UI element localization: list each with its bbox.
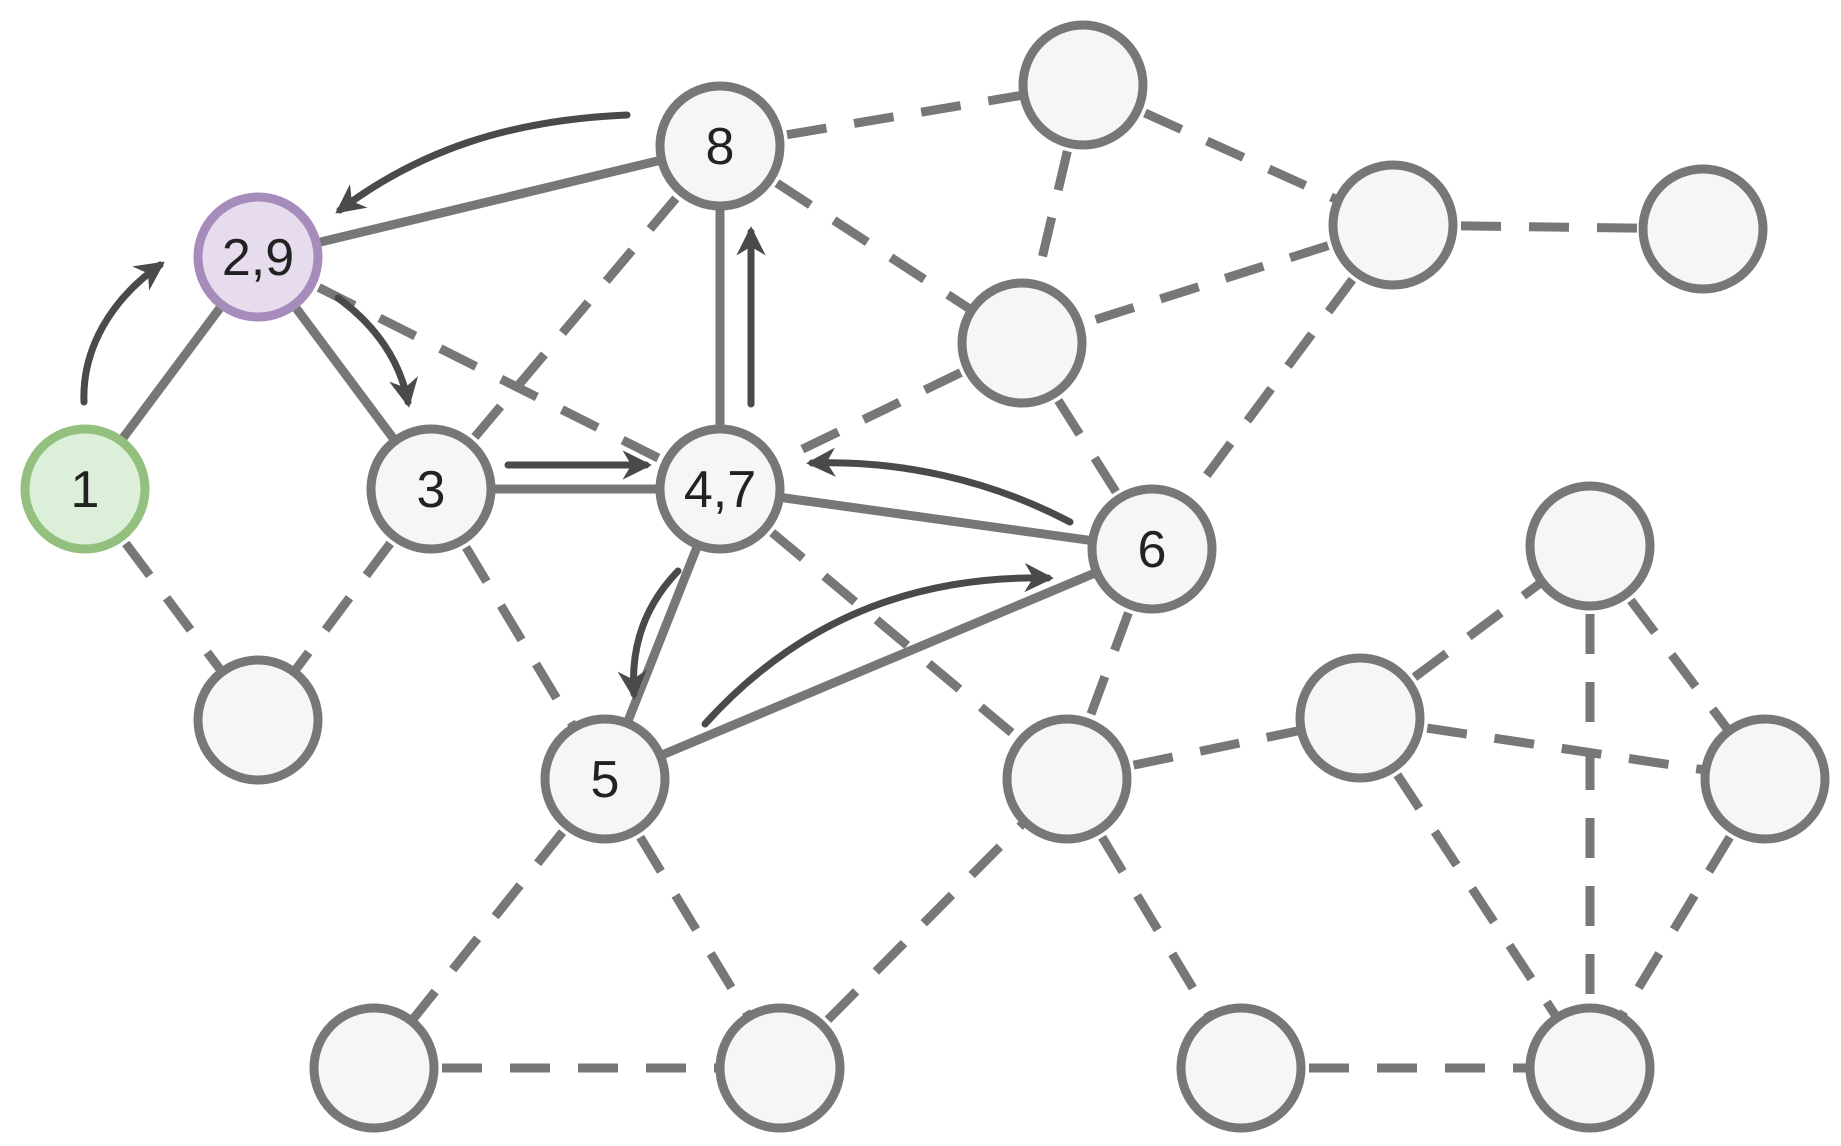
node-l — [1176, 1003, 1306, 1133]
node-circle — [540, 714, 670, 844]
node-circle — [715, 1003, 845, 1133]
edge-n47-g-dashed — [717, 485, 1070, 783]
node-circle — [1525, 1003, 1655, 1133]
node-circle — [1087, 484, 1217, 614]
node-circle — [1176, 1003, 1306, 1133]
node-circle — [957, 278, 1087, 408]
edge-n3-n8-dashed — [427, 143, 724, 492]
node-circle — [1525, 481, 1655, 611]
node-label: 6 — [1138, 521, 1167, 579]
edge-n29-n8-solid — [256, 141, 722, 262]
node-circle — [1295, 653, 1425, 783]
node-n29: 2,9 — [193, 192, 323, 322]
traversal-arrows-layer — [80, 111, 1074, 728]
node-j — [309, 1003, 439, 1133]
node-circle — [1328, 160, 1458, 290]
node-circle — [193, 192, 323, 322]
edge-n5-n6-solid — [603, 544, 1154, 784]
node-n6: 6 — [1087, 484, 1217, 614]
node-label: 1 — [71, 461, 100, 519]
node-n5: 5 — [540, 714, 670, 844]
node-label: 3 — [417, 461, 446, 519]
arrow-1-to-2 — [80, 261, 165, 406]
node-n1: 1 — [20, 424, 150, 554]
node-d — [193, 655, 323, 785]
node-b — [1328, 160, 1458, 290]
arrow-6-to-7 — [806, 447, 1074, 526]
node-circle — [1002, 714, 1132, 844]
node-circle — [1018, 20, 1148, 150]
node-i — [1700, 714, 1830, 844]
arrow-5-to-6 — [701, 562, 1054, 728]
node-circle — [1700, 714, 1830, 844]
node-label: 8 — [706, 118, 735, 176]
node-label: 2,9 — [222, 229, 294, 287]
node-n8: 8 — [655, 81, 785, 211]
arrow-4-to-5 — [617, 567, 682, 700]
node-g — [1002, 714, 1132, 844]
node-label: 4,7 — [684, 461, 756, 519]
edge-n29-n47-dashed — [255, 252, 723, 494]
arrow-8-to-9 — [335, 111, 631, 214]
node-label: 5 — [591, 751, 620, 809]
node-a — [1018, 20, 1148, 150]
edge-n47-n6-solid — [719, 484, 1153, 554]
node-circle — [309, 1003, 439, 1133]
node-circle — [655, 424, 785, 554]
node-k — [715, 1003, 845, 1133]
node-e — [1638, 164, 1768, 294]
edge-h-i-dashed — [1359, 713, 1766, 784]
node-circle — [193, 655, 323, 785]
node-h — [1295, 653, 1425, 783]
node-c — [957, 278, 1087, 408]
node-n3: 3 — [366, 424, 496, 554]
node-m — [1525, 1003, 1655, 1133]
arrow-2-to-3 — [334, 294, 419, 408]
edges-layer — [81, 80, 1769, 1073]
edge-h-m-dashed — [1356, 715, 1594, 1071]
node-circle — [1638, 164, 1768, 294]
nodes-layer: 1 2,9 3 4,7 5 6 8 — [20, 20, 1830, 1133]
edge-b-e-dashed — [1392, 220, 1704, 234]
node-circle — [20, 424, 150, 554]
edge-g-h-dashed — [1066, 713, 1361, 784]
node-f — [1525, 481, 1655, 611]
node-circle — [366, 424, 496, 554]
node-n47: 4,7 — [655, 424, 785, 554]
node-circle — [655, 81, 785, 211]
